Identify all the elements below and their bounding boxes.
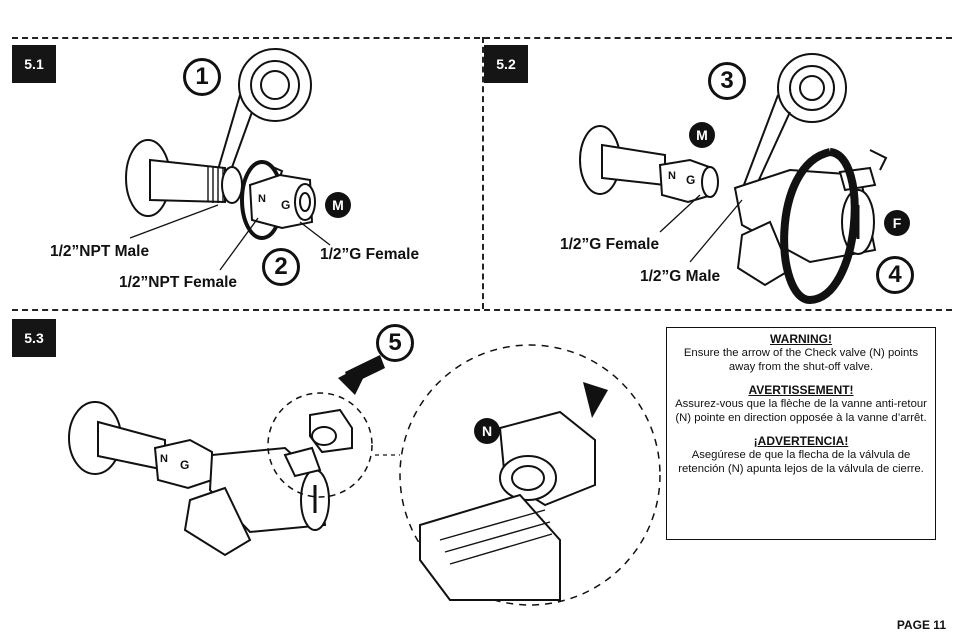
part-label-f-5-2: F — [884, 210, 910, 236]
step-number-5: 5 — [376, 324, 414, 362]
warning-text-fr: Assurez-vous que la flèche de la vanne a… — [675, 398, 927, 424]
illustration-5-2 — [579, 53, 888, 305]
engraved-n-5-2: N — [668, 170, 676, 182]
engraved-g-5-1: G — [281, 198, 291, 212]
step-number-2: 2 — [262, 248, 300, 286]
warning-text-es: Asegúrese de que la flecha de la válvula… — [678, 449, 924, 475]
step-number-3: 3 — [708, 62, 746, 100]
engraved-g-5-2: G — [686, 173, 696, 187]
warning-text-en: Ensure the arrow of the Check valve (N) … — [683, 347, 919, 373]
part-label-n-5-3: N — [474, 418, 500, 444]
arrow-down-icon-large — [583, 382, 608, 418]
label-g-female-5-2: 1/2”G Female — [560, 236, 660, 253]
page-number: PAGE 11 — [896, 618, 946, 632]
illustration-5-3 — [68, 344, 661, 606]
dashed-divider-middle — [12, 309, 952, 311]
engraved-g-5-3: G — [180, 458, 190, 472]
part-label-m-5-2: M — [689, 122, 715, 148]
label-npt-female: 1/2”NPT Female — [119, 274, 238, 291]
part-label-m-5-1: M — [325, 192, 351, 218]
warning-box: WARNING! Ensure the arrow of the Check v… — [666, 327, 936, 540]
section-badge-5-2: 5.2 — [484, 45, 528, 83]
engraved-n-5-1: N — [258, 193, 266, 205]
label-npt-male: 1/2”NPT Male — [50, 243, 150, 260]
step-number-4: 4 — [876, 256, 914, 294]
engraved-n-5-3: N — [160, 453, 168, 465]
section-badge-5-3: 5.3 — [12, 319, 56, 357]
step-number-1: 1 — [183, 58, 221, 96]
label-g-female-5-1: 1/2”G Female — [320, 246, 420, 263]
label-g-male-5-2: 1/2”G Male — [640, 268, 721, 285]
dashed-divider-vertical — [482, 37, 484, 309]
illustration-5-1 — [125, 48, 331, 271]
warning-title-fr: AVERTISSEMENT! — [748, 383, 854, 397]
warning-title-es: ¡ADVERTENCIA! — [753, 434, 849, 448]
warning-title-en: WARNING! — [770, 332, 832, 346]
section-badge-5-1: 5.1 — [12, 45, 56, 83]
